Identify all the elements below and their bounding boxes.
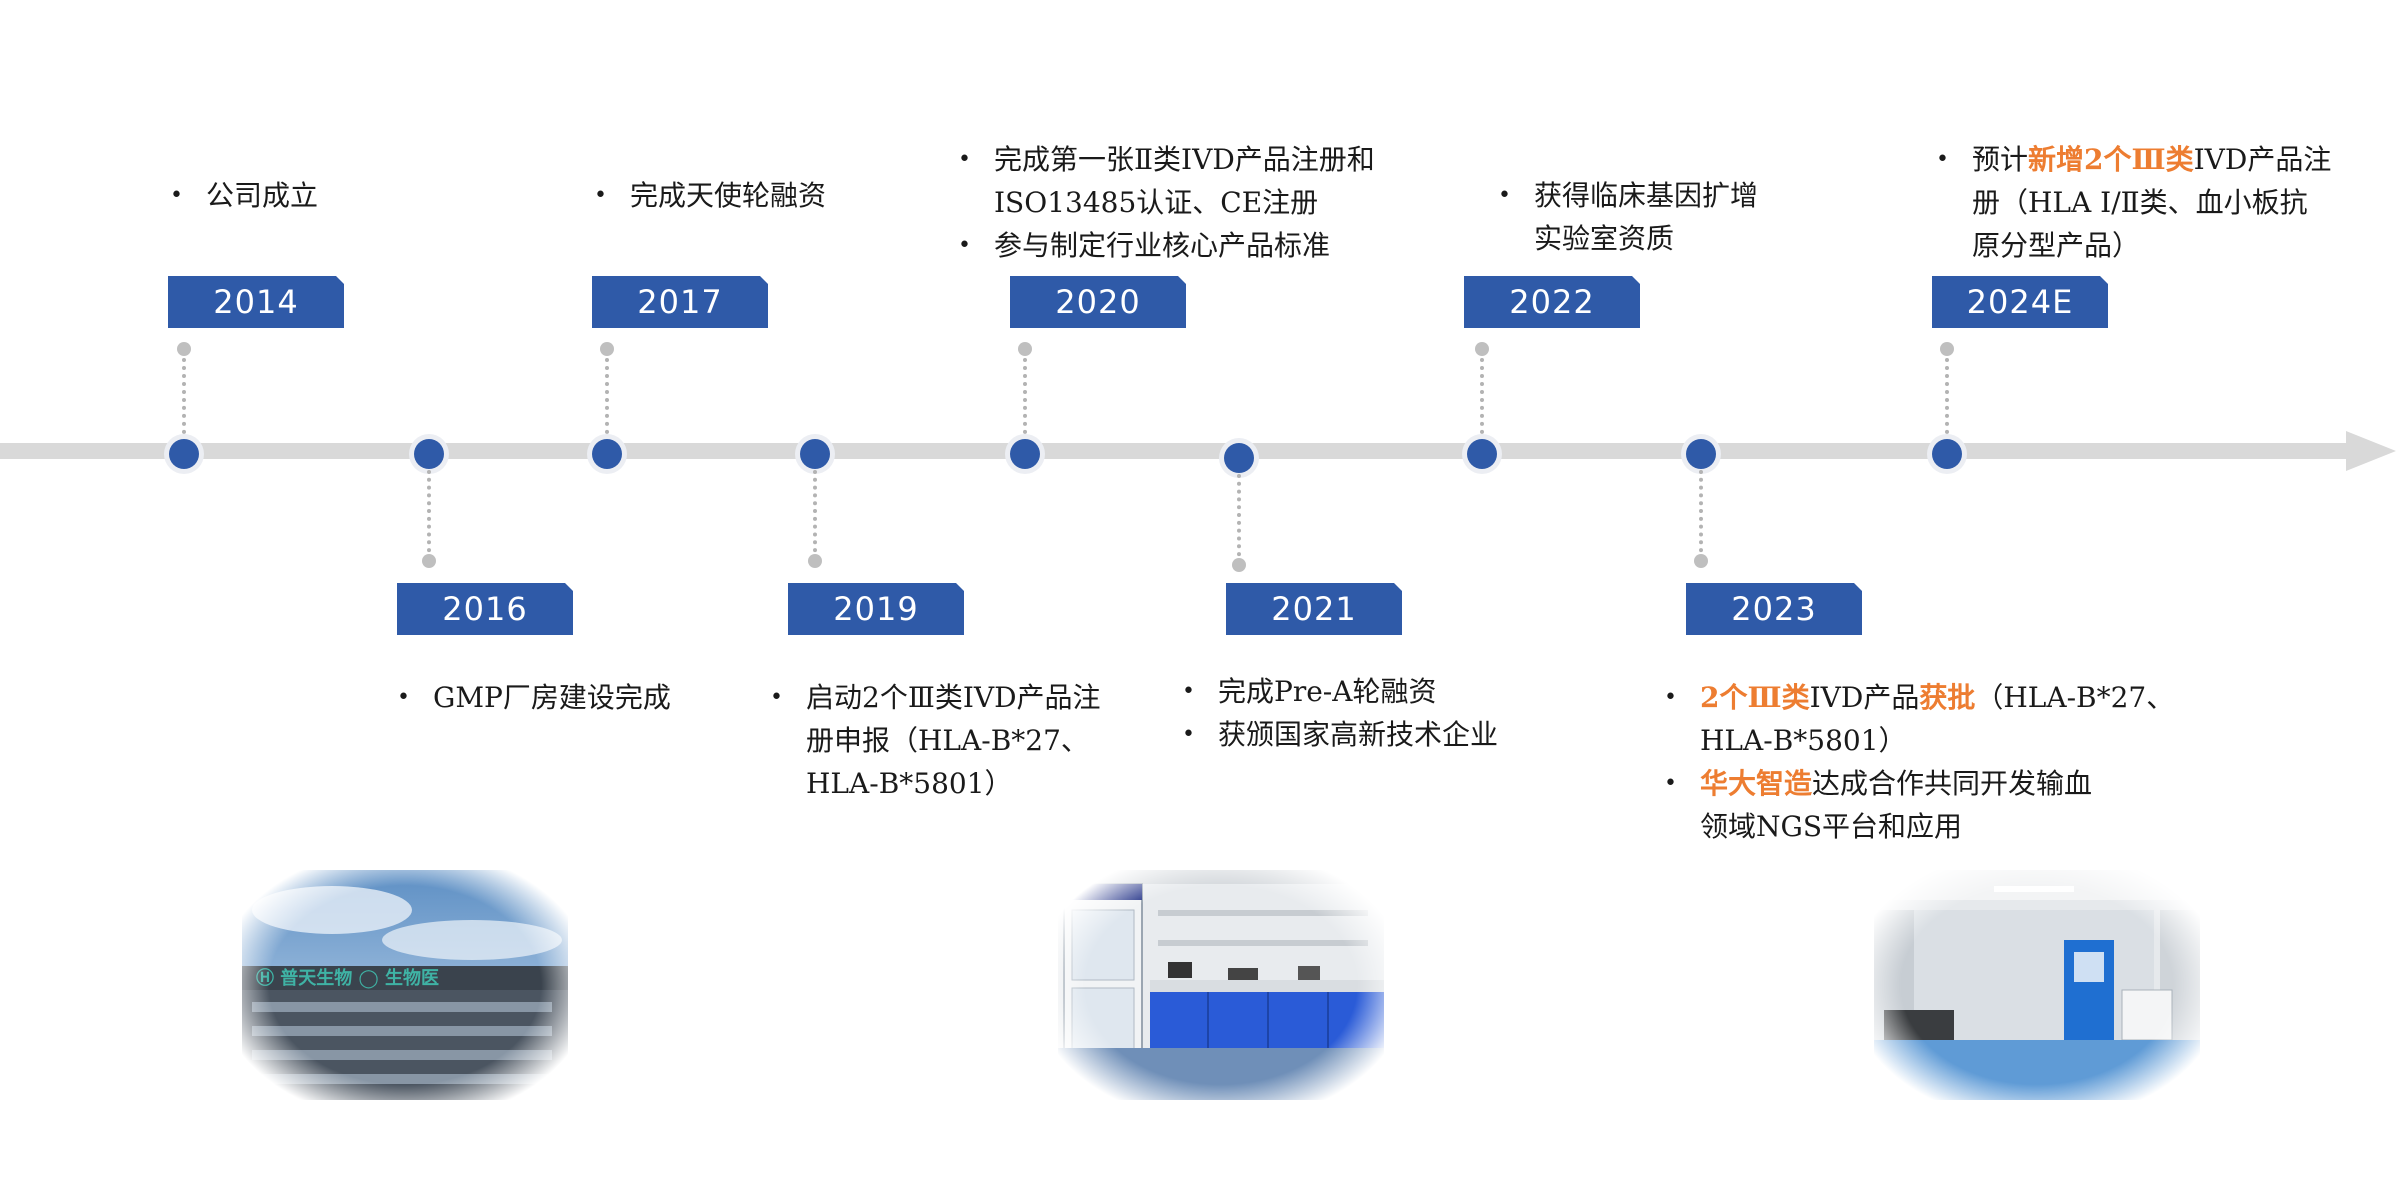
list-item: •获得临床基因扩增实验室资质	[1498, 179, 1759, 255]
list-item: •获颁国家高新技术企业	[1182, 718, 1499, 751]
connector-2017	[605, 350, 609, 442]
connector-end-2016	[422, 554, 436, 568]
list-item: •启动2个Ⅲ类IVD产品注册申报（HLA-B*27、HLA-B*5801）	[770, 681, 1101, 800]
svg-text:Ⓗ 普天生物 ◯ 生物医: Ⓗ 普天生物 ◯ 生物医	[256, 967, 439, 989]
timeline-node-2020	[1010, 439, 1040, 469]
connector-end-2020	[1018, 342, 1032, 356]
timeline-arrow-icon	[2346, 431, 2396, 471]
list-item: •华大智造达成合作共同开发输血领域NGS平台和应用	[1664, 767, 2093, 843]
connector-2023	[1699, 470, 1703, 560]
milestone-text-2019: •启动2个Ⅲ类IVD产品注册申报（HLA-B*27、HLA-B*5801）	[766, 676, 1126, 805]
year-label-2014: 2014	[168, 276, 344, 328]
connector-2022	[1480, 350, 1484, 442]
timeline-node-2023	[1686, 439, 1716, 469]
connector-end-2017	[600, 342, 614, 356]
connector-end-2014	[177, 342, 191, 356]
list-item: •参与制定行业核心产品标准	[958, 229, 1331, 262]
list-item: •完成天使轮融资	[594, 179, 827, 212]
list-item: •公司成立	[170, 179, 319, 212]
year-label-2022: 2022	[1464, 276, 1640, 328]
connector-2016	[427, 470, 431, 560]
year-label-2020: 2020	[1010, 276, 1186, 328]
connector-end-2021	[1232, 558, 1246, 572]
milestone-text-2017: •完成天使轮融资	[590, 174, 920, 217]
list-item: •预计新增2个Ⅲ类IVD产品注册（HLA Ⅰ/Ⅱ类、血小板抗原分型产品）	[1936, 143, 2332, 262]
connector-2020	[1023, 350, 1027, 442]
timeline-node-2024E	[1932, 439, 1962, 469]
timeline-axis	[0, 443, 2348, 459]
year-label-2017: 2017	[592, 276, 768, 328]
connector-end-2023	[1694, 554, 1708, 568]
connector-2014	[182, 350, 186, 442]
connector-2019	[813, 470, 817, 560]
connector-2021	[1237, 474, 1241, 564]
year-label-2021: 2021	[1226, 583, 1402, 635]
list-item: •完成Pre-A轮融资	[1182, 675, 1437, 708]
year-label-2016: 2016	[397, 583, 573, 635]
clean-room-photo	[1874, 870, 2200, 1100]
timeline-node-2014	[169, 439, 199, 469]
year-label-2024E: 2024E	[1932, 276, 2108, 328]
laboratory-photo	[1058, 870, 1384, 1100]
milestone-text-2022: •获得临床基因扩增实验室资质	[1494, 174, 1854, 260]
milestone-text-2016: •GMP厂房建设完成	[393, 676, 753, 719]
timeline-node-2019	[800, 439, 830, 469]
connector-2024E	[1945, 350, 1949, 442]
connector-end-2022	[1475, 342, 1489, 356]
milestone-text-2023: •2个Ⅲ类IVD产品获批（HLA-B*27、HLA-B*5801） •华大智造达…	[1660, 676, 2180, 848]
timeline-node-2016	[414, 439, 444, 469]
list-item: •2个Ⅲ类IVD产品获批（HLA-B*27、HLA-B*5801）	[1664, 681, 2175, 757]
milestone-text-2021: •完成Pre-A轮融资 •获颁国家高新技术企业	[1178, 670, 1598, 756]
timeline-node-2021	[1224, 443, 1254, 473]
year-label-2019: 2019	[788, 583, 964, 635]
company-building-photo: Ⓗ 普天生物 ◯ 生物医	[242, 870, 568, 1100]
milestone-text-2014: •公司成立	[166, 174, 466, 217]
milestone-text-2024E: •预计新增2个Ⅲ类IVD产品注册（HLA Ⅰ/Ⅱ类、血小板抗原分型产品）	[1932, 138, 2362, 267]
timeline-node-2022	[1467, 439, 1497, 469]
timeline-node-2017	[592, 439, 622, 469]
year-label-2023: 2023	[1686, 583, 1862, 635]
connector-end-2019	[808, 554, 822, 568]
connector-end-2024E	[1940, 342, 1954, 356]
list-item: •GMP厂房建设完成	[397, 681, 671, 714]
